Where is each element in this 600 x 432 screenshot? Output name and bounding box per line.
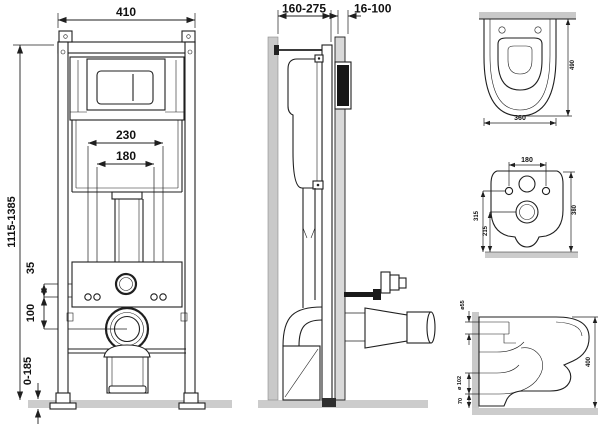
dim-frame-width: 410 [116, 5, 136, 19]
bowl-rear-view: 180 315 215 380 [474, 157, 578, 258]
seat-hinge-hole [534, 26, 542, 34]
mounting-stud [344, 292, 374, 297]
wall-band-top-view [479, 12, 576, 19]
dim-leg-adjustment-group: 0-185 [22, 357, 42, 424]
bowl-outline-rear [490, 170, 564, 248]
adjustable-foot-right [183, 392, 199, 405]
fixing-hole [84, 293, 92, 301]
frame-top-crossbar [57, 41, 196, 54]
fixing-hole [159, 293, 167, 301]
flush-valve-outlet [111, 191, 143, 200]
bowl-connectors [344, 271, 436, 349]
dim-fixing-span-outer: 230 [116, 128, 136, 142]
wall-bracket-right [181, 30, 196, 43]
floor-band-rear-view [485, 252, 578, 258]
frame-bottom [49, 344, 206, 410]
adjustable-foot-left [55, 392, 71, 405]
dim-outlet-diameter: ø 102 [457, 376, 463, 390]
flush-adapter [380, 271, 391, 294]
connection-panel [71, 261, 183, 352]
dim-rear-drain-height: 215 [483, 225, 489, 236]
bowl-fixing-hole [541, 186, 551, 196]
wall-anchor-head [274, 45, 279, 55]
rear-wall [267, 36, 279, 401]
flush-pipe-front [114, 199, 144, 262]
floor-band-front [28, 400, 232, 408]
wall-band-side-view [472, 312, 479, 408]
fixing-hole [93, 293, 101, 301]
dim-outlet-height: 70 [458, 398, 464, 404]
dim-bowl-total-height: 400 [586, 356, 592, 367]
frame-front-view: 410 1115-1385 35 100 0-185 [6, 5, 232, 424]
dim-rear-holes-height: 315 [474, 210, 480, 221]
frame-post-right [184, 41, 196, 403]
fixing-hole [150, 293, 158, 301]
bowl-fixing-hole [504, 186, 514, 196]
dim-bowl-width: 360 [514, 115, 526, 122]
bowl-side-view: ø55 ø 102 70 400 [457, 300, 598, 415]
floor-band-side [258, 400, 428, 408]
dim-inlet-diameter: ø55 [460, 300, 466, 309]
cistern-side [287, 54, 324, 190]
cistern-front [69, 56, 185, 200]
frame-foot-side [322, 398, 336, 407]
pipework-side [282, 188, 365, 401]
dim-depth-group: 160-275 16-100 [277, 2, 392, 42]
rail-clip-left [66, 312, 74, 322]
bowl-outline-side [478, 316, 590, 407]
dim-offsets-group: 35 100 [25, 262, 170, 330]
floor-band-side-view [472, 408, 598, 415]
flush-plate [96, 70, 154, 105]
dim-frame-height-group: 1115-1385 [6, 44, 54, 400]
dim-bowl-depth: 490 [570, 59, 576, 70]
dim-frame-width-group: 410 [57, 5, 196, 28]
dim-frame-height: 1115-1385 [6, 196, 18, 247]
dim-inlet-offset: 35 [25, 262, 37, 274]
dim-drain-offset: 100 [25, 304, 37, 322]
wall-bracket-left [58, 30, 73, 43]
flush-inlet-hole [518, 175, 536, 193]
drain-adapter-cone [364, 307, 408, 349]
bowl-top-view: 360 490 [479, 12, 576, 126]
bowl-outline-top [483, 18, 557, 117]
dim-frame-depth: 160-275 [282, 2, 326, 16]
drain-bell [103, 344, 151, 358]
rail-clip-right [180, 312, 188, 322]
seat-hinge-hole [498, 26, 506, 34]
dim-fixing-span-inner: 180 [116, 149, 136, 163]
dim-rear-bowl-height: 380 [572, 204, 578, 215]
finished-wall-panel [334, 36, 346, 401]
seat-opening [497, 37, 543, 91]
dim-wall-finish: 16-100 [354, 2, 392, 16]
flush-plate-side [337, 65, 349, 106]
frame-rail-side [321, 44, 333, 401]
frame-post-left [57, 41, 69, 403]
dim-leg-adjustment: 0-185 [22, 357, 34, 385]
water-inlet [114, 272, 138, 296]
dim-rear-holes-spacing: 180 [521, 157, 533, 164]
frame-side-view: 160-275 16-100 [258, 2, 436, 408]
